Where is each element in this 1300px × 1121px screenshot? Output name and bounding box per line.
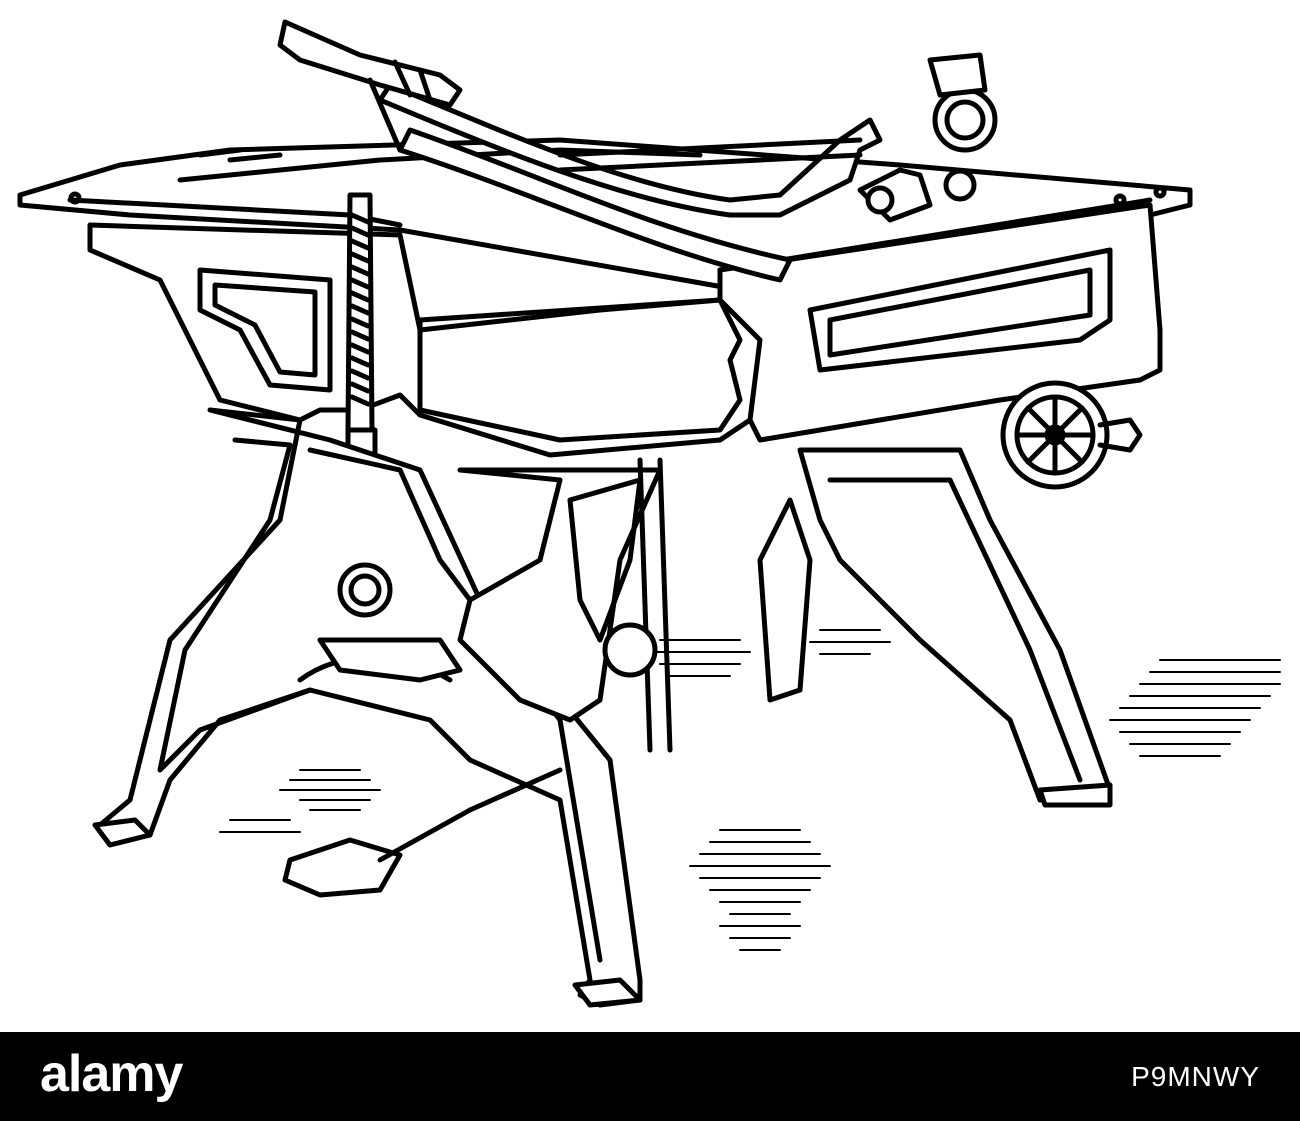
- watermark-footer: alamy P9MNWY: [0, 1032, 1300, 1121]
- right-rear-leg: [757, 447, 1113, 803]
- machine-body: [87, 222, 763, 458]
- gauge-mechanism: [857, 52, 998, 223]
- brand-logo: alamy: [40, 1045, 183, 1103]
- middle-leg: [457, 457, 673, 753]
- handwheel: [1000, 380, 1143, 490]
- floor-shadow: [219, 629, 1281, 951]
- lever-handle: [277, 19, 463, 153]
- knife-beam: [377, 82, 883, 283]
- feet: [92, 782, 1113, 1008]
- image-id-label: P9MNWY: [1131, 1061, 1260, 1092]
- machine-illustration: [17, 19, 1281, 1008]
- foot-pedal: [282, 767, 563, 898]
- left-front-leg: [97, 407, 643, 1008]
- paper-cutter-engraving: [17, 19, 1281, 1008]
